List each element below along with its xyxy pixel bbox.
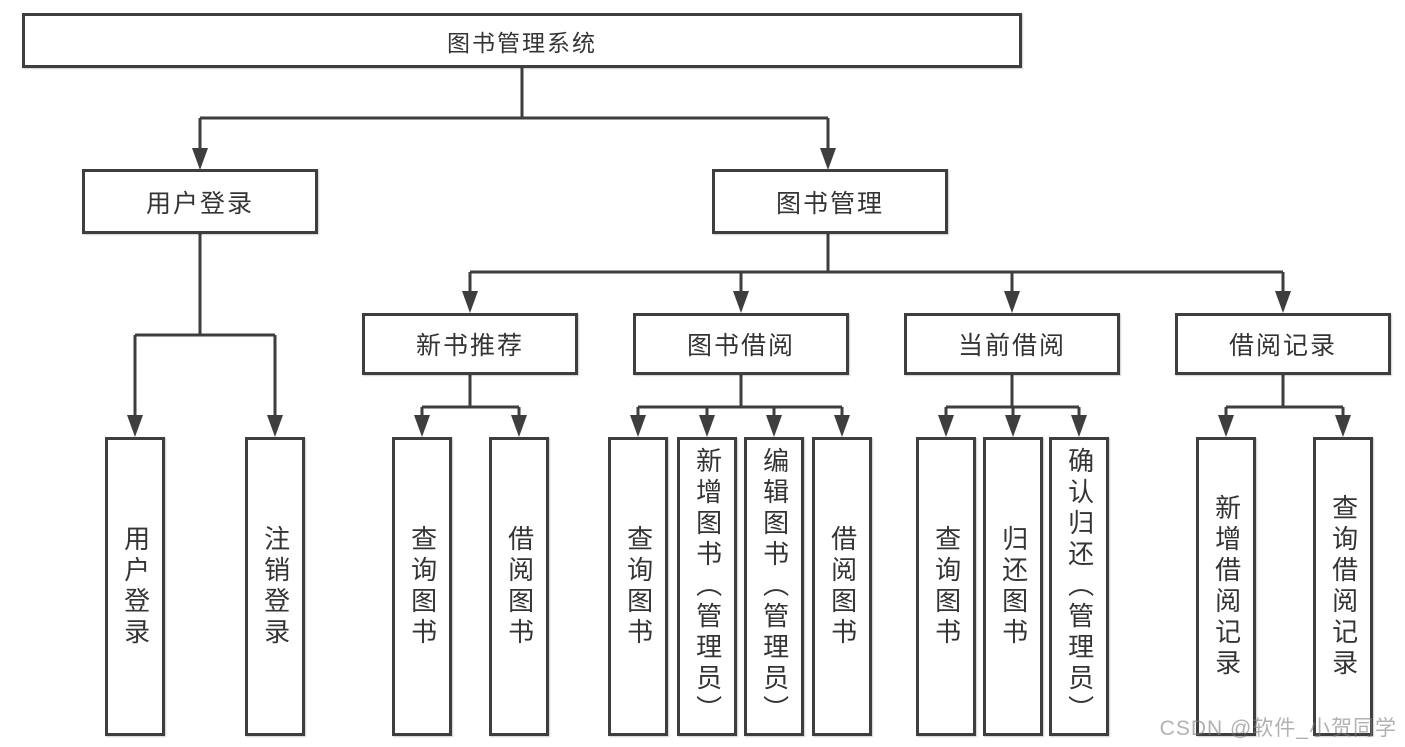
node-query-books-recommend: 查询图书 [392,437,452,736]
node-label: 查询图书 [623,524,654,649]
node-book-management: 图书管理 [712,169,948,234]
node-label: 用户登录 [120,524,151,649]
node-label: 当前借阅 [957,332,1066,360]
node-label: 新书推荐 [415,332,524,360]
node-query-books-current: 查询图书 [916,437,976,736]
node-book-borrow: 图书借阅 [633,313,849,375]
node-label: 注销登录 [260,524,291,649]
node-borrow-records: 借阅记录 [1175,313,1391,375]
node-user-login: 用户登录 [105,437,165,736]
node-borrow-books-recommend: 借阅图书 [489,437,549,736]
node-label: 借阅图书 [504,524,535,649]
node-edit-book-admin: 编辑图书（管理员） [744,437,804,736]
node-add-borrow-record: 新增借阅记录 [1196,437,1256,736]
node-label: 图书管理 [775,189,884,218]
node-query-books-borrow: 查询图书 [608,437,668,736]
node-label: 借阅图书 [827,524,858,649]
node-label: 编辑图书（管理员） [759,447,790,726]
node-label: 查询图书 [407,524,438,649]
node-label: 用户登录 [145,189,254,218]
node-current-borrow: 当前借阅 [904,313,1120,375]
node-new-book-recommend: 新书推荐 [362,313,578,375]
node-borrow-books: 借阅图书 [812,437,872,736]
node-label: 归还图书 [998,524,1029,649]
node-label: 新增借阅记录 [1211,493,1242,680]
node-library-system: 图书管理系统 [22,13,1022,68]
csdn-watermark: CSDN @软件_小贺同学 [1159,717,1397,740]
node-query-borrow-record: 查询借阅记录 [1313,437,1373,736]
node-label: 新增图书（管理员） [692,447,723,726]
node-logout: 注销登录 [245,437,305,736]
node-label: 图书借阅 [686,332,795,360]
node-label: 确认归还（管理员） [1064,447,1095,726]
node-add-book-admin: 新增图书（管理员） [677,437,737,736]
node-label: 查询借阅记录 [1328,493,1359,680]
node-confirm-return-admin: 确认归还（管理员） [1049,437,1109,736]
node-label: 图书管理系统 [447,29,597,56]
node-user-login-module: 用户登录 [82,169,318,234]
node-label: 查询图书 [931,524,962,649]
node-label: 借阅记录 [1228,332,1337,360]
node-return-book: 归还图书 [983,437,1043,736]
